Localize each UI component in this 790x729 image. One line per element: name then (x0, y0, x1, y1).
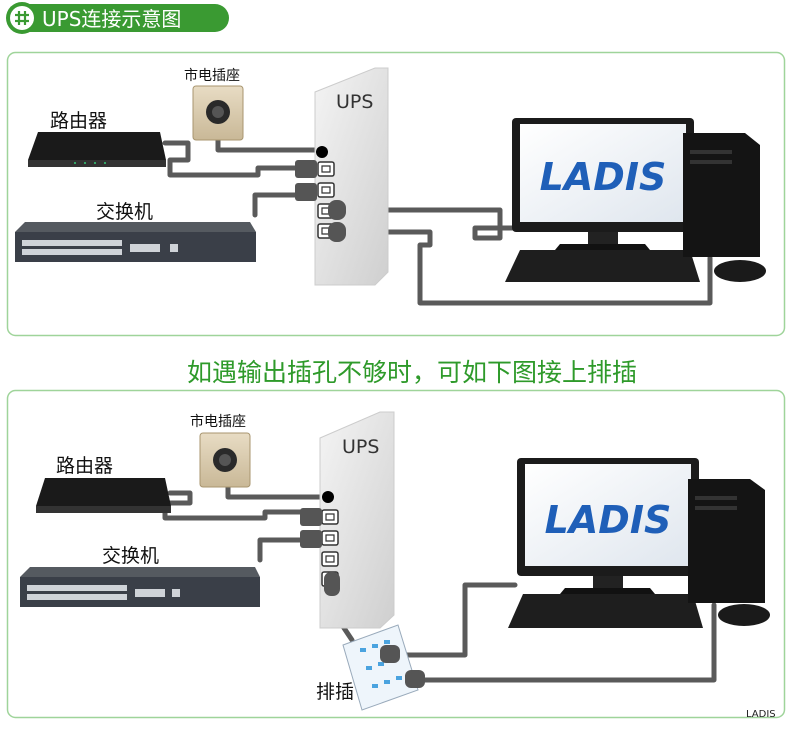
screen-brand: LADIS (540, 155, 667, 199)
strip-label: 排插 (316, 681, 354, 703)
middle-caption: 如遇输出插孔不够时，可如下图接上排插 (187, 358, 637, 387)
router: 路由器 (28, 110, 166, 167)
wall-outlet: 市电插座 (190, 413, 251, 488)
router: 路由器 (36, 455, 171, 513)
outlet-label: 市电插座 (190, 413, 246, 430)
router-label: 路由器 (50, 110, 107, 132)
hash-icon (15, 11, 29, 25)
ups-label: UPS (342, 436, 379, 458)
screen-brand: LADIS (545, 498, 672, 542)
switch-label: 交换机 (102, 545, 159, 567)
outlet-label: 市电插座 (184, 67, 240, 84)
ups-label: UPS (336, 91, 373, 113)
network-switch: 交换机 (20, 545, 260, 607)
computer: LADIS (505, 118, 766, 282)
header-banner: UPS连接示意图 (6, 2, 229, 34)
ups-unit: UPS (300, 411, 395, 629)
watermark: LADIS (746, 709, 776, 720)
header-title: UPS连接示意图 (42, 7, 181, 31)
power-strip: 排插 (316, 624, 425, 711)
wall-outlet: 市电插座 (184, 67, 244, 141)
cables (162, 115, 713, 306)
ups-unit: UPS (295, 67, 389, 286)
diagram-panel-power-strip: 市电插座 路由器 交换机 UPS (6, 389, 786, 719)
computer: LADIS (508, 458, 770, 628)
network-switch: 交换机 (15, 201, 256, 262)
router-label: 路由器 (56, 455, 113, 477)
switch-label: 交换机 (96, 201, 153, 223)
diagram-panel-direct: 市电插座 路由器 交换机 UPS (6, 51, 786, 337)
